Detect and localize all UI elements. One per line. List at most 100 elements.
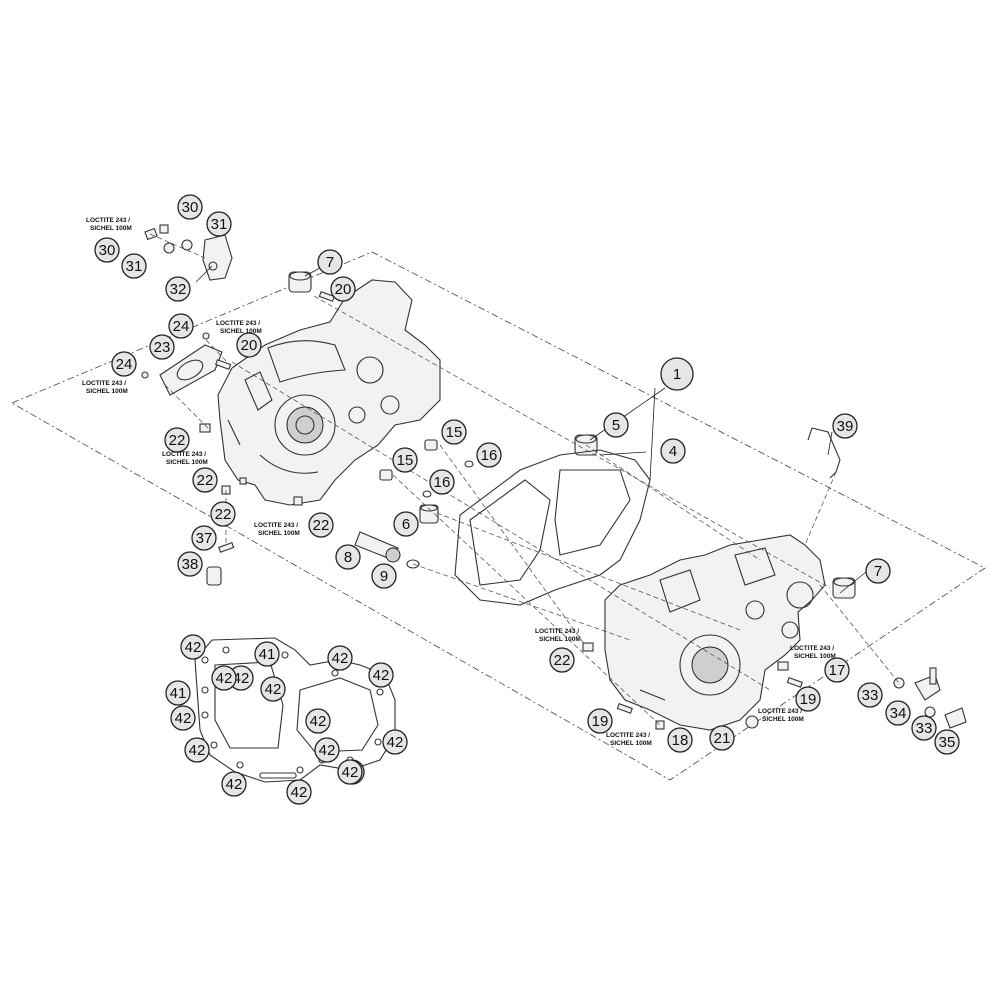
callout-42: 42: [286, 779, 312, 805]
callout-33: 33: [911, 715, 937, 741]
callout-8: 8: [335, 544, 361, 570]
callout-42: 42: [170, 705, 196, 731]
callout-bubble: [180, 634, 206, 660]
callout-42: 42: [221, 771, 247, 797]
callout-number: 30: [99, 242, 116, 259]
callout-bubble: [206, 211, 232, 237]
threadlocker-note: LOCTITE 243 /SICHEL 100M: [606, 732, 652, 747]
threadlocker-note: LOCTITE 243 /SICHEL 100M: [254, 522, 300, 537]
note-line-2: SICHEL 100M: [762, 716, 804, 723]
callout-1: 1: [660, 357, 694, 391]
callout-4: 4: [660, 438, 686, 464]
callout-bubble: [165, 276, 191, 302]
callout-7: 7: [865, 558, 891, 584]
callout-bubble: [934, 729, 960, 755]
callout-bubble: [170, 705, 196, 731]
note-line-2: SICHEL 100M: [539, 636, 581, 643]
callout-42: 42: [327, 645, 353, 671]
callout-number: 15: [446, 424, 463, 441]
callout-number: 42: [265, 681, 282, 698]
callout-number: 31: [211, 216, 228, 233]
clip-39: [807, 427, 841, 479]
callout-bubble: [286, 779, 312, 805]
threadlocker-note: LOCTITE 243 /SICHEL 100M: [86, 217, 132, 232]
callout-9: 9: [371, 563, 397, 589]
callout-bubble: [330, 276, 356, 302]
callout-bubble: [184, 737, 210, 763]
callout-number: 19: [592, 713, 609, 730]
callout-32: 32: [165, 276, 191, 302]
crankcase-assembly-region: [11, 251, 986, 781]
callout-number: 42: [216, 670, 233, 687]
callout-number: 41: [259, 646, 276, 663]
callout-bubble: [476, 442, 502, 468]
callout-bubble: [368, 662, 394, 688]
callout-bubble: [177, 194, 203, 220]
callout-bubble: [191, 525, 217, 551]
callout-30: 30: [94, 237, 120, 263]
callout-number: 42: [185, 639, 202, 656]
threadlocker-note: LOCTITE 243 /SICHEL 100M: [790, 645, 836, 660]
callout-42: 42: [180, 634, 206, 660]
callout-number: 39: [837, 418, 854, 435]
cover-23: [141, 332, 223, 396]
callout-bubble: [832, 413, 858, 439]
callout-number: 31: [126, 258, 143, 275]
callout-bubble: [327, 645, 353, 671]
callout-19: 19: [587, 708, 613, 734]
callout-42: 42: [337, 759, 363, 785]
callout-38: 38: [177, 551, 203, 577]
note-line-2: SICHEL 100M: [220, 328, 262, 335]
callout-number: 22: [313, 517, 330, 534]
note-line-1: LOCTITE 243 /: [86, 217, 130, 224]
callout-bubble: [305, 708, 331, 734]
callout-24: 24: [168, 313, 194, 339]
callout-30: 30: [177, 194, 203, 220]
callout-5: 5: [603, 412, 629, 438]
callout-bubble: [121, 253, 147, 279]
callout-number: 15: [397, 452, 414, 469]
callout-number: 17: [829, 662, 846, 679]
leader-lines: [195, 265, 867, 594]
callout-number: 8: [344, 549, 352, 566]
callout-bubble: [221, 771, 247, 797]
bracket-assembly: [144, 224, 233, 281]
callout-number: 21: [714, 730, 731, 747]
callout-23: 23: [149, 334, 175, 360]
note-line-1: LOCTITE 243 /: [606, 732, 650, 739]
callout-number: 23: [154, 339, 171, 356]
callout-number: 4: [669, 443, 677, 460]
note-line-1: LOCTITE 243 /: [162, 451, 206, 458]
callout-bubble: [165, 680, 191, 706]
callout-6: 6: [393, 511, 419, 537]
threadlocker-note: LOCTITE 243 /SICHEL 100M: [535, 628, 581, 643]
callout-number: 33: [862, 687, 879, 704]
callout-bubble: [660, 438, 686, 464]
callout-bubble: [317, 249, 343, 275]
callout-18: 18: [667, 727, 693, 753]
note-line-1: LOCTITE 243 /: [535, 628, 579, 635]
note-line-2: SICHEL 100M: [258, 530, 300, 537]
callout-bubble: [371, 563, 397, 589]
callout-number: 22: [215, 506, 232, 523]
callout-number: 42: [332, 650, 349, 667]
callout-number: 20: [241, 337, 258, 354]
note-line-2: SICHEL 100M: [166, 459, 208, 466]
callout-bubble: [441, 419, 467, 445]
alignment-lines: [149, 233, 900, 726]
callout-42: 42: [305, 708, 331, 734]
callout-bubble: [603, 412, 629, 438]
callout-bubble: [857, 682, 883, 708]
threadlocker-note: LOCTITE 243 /SICHEL 100M: [82, 380, 128, 395]
callout-22: 22: [164, 427, 190, 453]
callout-22: 22: [308, 512, 334, 538]
callout-bubble: [164, 427, 190, 453]
callout-24: 24: [111, 351, 137, 377]
callout-bubble: [795, 686, 821, 712]
callout-16: 16: [429, 469, 455, 495]
note-line-2: SICHEL 100M: [610, 740, 652, 747]
callout-bubble: [192, 467, 218, 493]
callout-41: 41: [254, 641, 280, 667]
callout-number: 42: [319, 742, 336, 759]
